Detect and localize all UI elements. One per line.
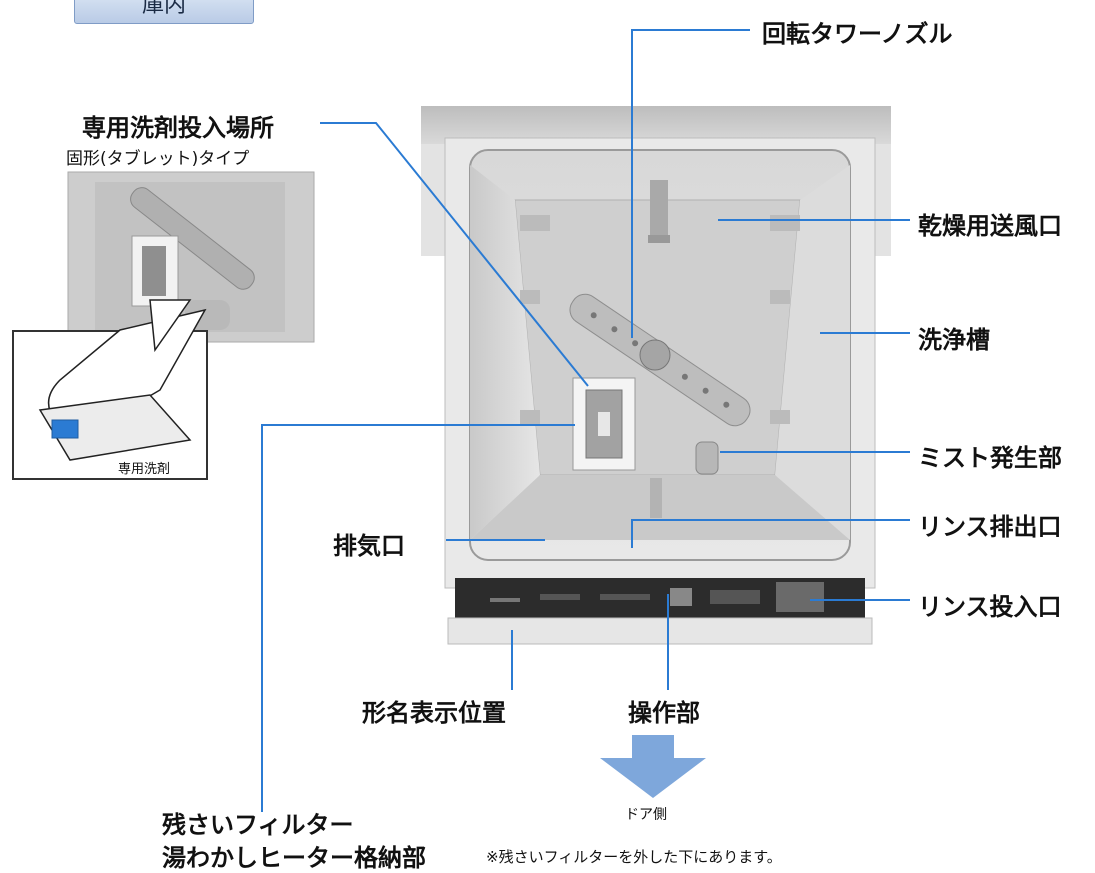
label-dedicated-detergent: 専用洗剤	[118, 462, 171, 477]
label-detergent-slot: 専用洗剤投入場所	[82, 114, 274, 142]
label-residue-filter-2: 湯わかしヒーター格納部	[162, 844, 426, 872]
section-tab: 庫内	[74, 0, 254, 24]
label-rinse-inlet: リンス投入口	[918, 593, 1062, 621]
label-control-panel: 操作部	[628, 699, 700, 727]
label-detergent-type: 固形(タブレット)タイプ	[66, 149, 250, 169]
label-exhaust-port: 排気口	[333, 532, 405, 560]
label-mist-generator: ミスト発生部	[918, 444, 1062, 472]
label-model-name-position: 形名表示位置	[362, 699, 506, 727]
label-residue-filter-note: ※残さいフィルターを外した下にあります。	[486, 848, 782, 866]
label-residue-filter-1: 残さいフィルター	[162, 811, 354, 839]
label-drying-air-outlet: 乾燥用送風口	[918, 212, 1062, 240]
label-wash-tub: 洗浄槽	[918, 326, 990, 354]
door-arrow-icon	[600, 735, 706, 798]
label-rinse-outlet: リンス排出口	[918, 513, 1062, 541]
label-rotating-tower-nozzle: 回転タワーノズル	[762, 20, 953, 48]
label-door-side: ドア側	[625, 807, 667, 823]
